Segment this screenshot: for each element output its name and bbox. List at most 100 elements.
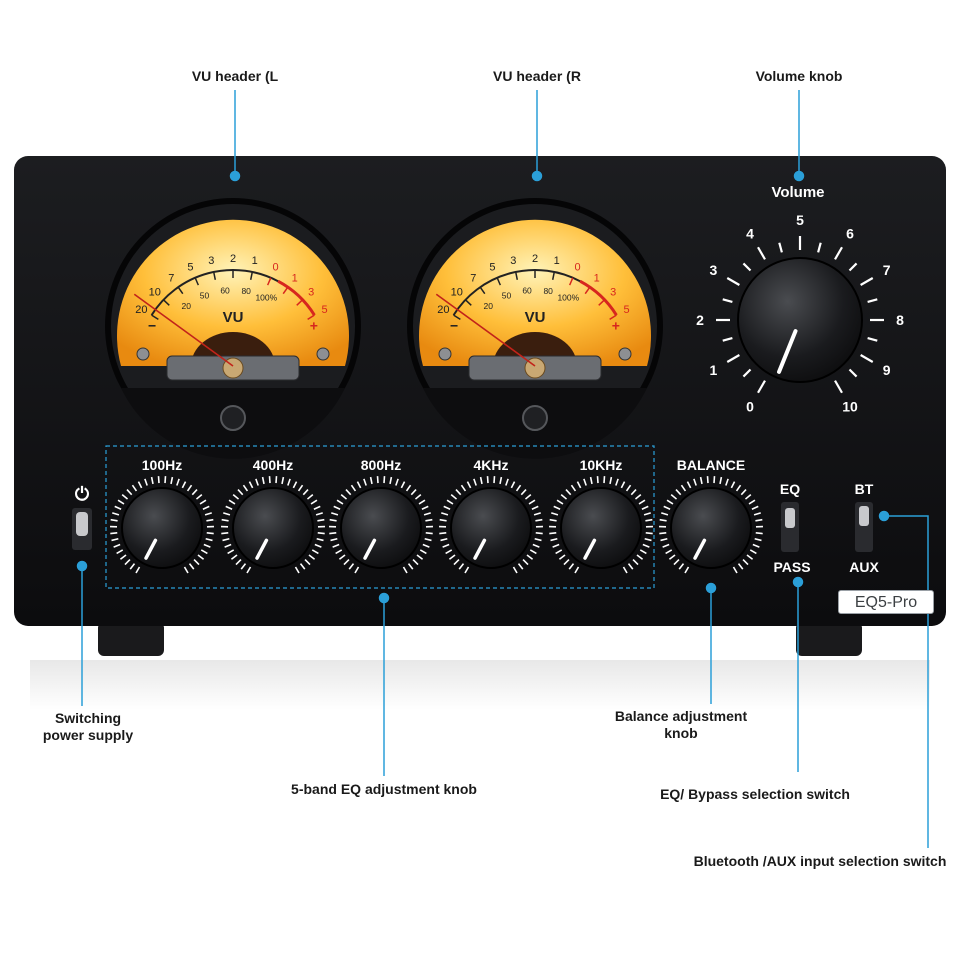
leader-dot-volume xyxy=(795,172,804,181)
volume-scale-label: 1 xyxy=(709,362,717,378)
vu-zero-adjust-right[interactable] xyxy=(523,406,547,430)
volume-scale-label: 5 xyxy=(796,212,804,228)
vu-pct-label: 100% xyxy=(255,293,277,303)
vu-screw xyxy=(137,348,149,360)
knob-scale-tick xyxy=(755,520,762,521)
eq-knob[interactable] xyxy=(233,488,313,568)
vu-db-label: 20 xyxy=(135,304,147,316)
vu-plus-sign: + xyxy=(612,318,620,334)
vu-db-label: 10 xyxy=(149,287,161,299)
knob-scale-tick xyxy=(425,520,432,521)
vu-db-label: 0 xyxy=(574,262,580,274)
vu-pct-label: 20 xyxy=(181,301,191,311)
model-badge: EQ5-Pro xyxy=(838,590,934,614)
vu-db-label: 1 xyxy=(594,272,600,284)
knob-scale-tick xyxy=(330,520,337,521)
vu-db-label: 7 xyxy=(470,272,476,284)
volume-title: Volume xyxy=(771,184,824,201)
power-toggle[interactable] xyxy=(76,512,88,536)
knob-scale-tick xyxy=(426,533,433,534)
knob-scale-tick xyxy=(329,533,336,534)
eq-knob[interactable] xyxy=(561,488,641,568)
vu-db-label: 0 xyxy=(272,262,278,274)
leader-dot-eq xyxy=(380,594,389,603)
eq-knob[interactable] xyxy=(341,488,421,568)
input-switch-bottom-label: AUX xyxy=(849,559,879,575)
volume-scale-label: 6 xyxy=(846,225,854,241)
eq-knob[interactable] xyxy=(451,488,531,568)
knob-scale-tick xyxy=(318,533,325,534)
volume-scale-label: 7 xyxy=(883,262,891,278)
callout-vu-left: VU header (L xyxy=(175,68,295,85)
eq-bypass-toggle[interactable] xyxy=(785,508,795,528)
vu-db-label: 5 xyxy=(489,262,495,274)
vu-pct-label: 60 xyxy=(220,285,230,295)
vu-screw xyxy=(317,348,329,360)
volume-scale-label: 9 xyxy=(883,362,891,378)
volume-scale-label: 10 xyxy=(842,399,858,415)
vu-db-label: 1 xyxy=(292,272,298,284)
vu-db-label: 3 xyxy=(610,287,616,299)
volume-scale-label: 0 xyxy=(746,399,754,415)
knob-scale-tick xyxy=(439,533,446,534)
leader-dot-power xyxy=(78,562,87,571)
leader-dot-eq-bypass xyxy=(794,578,803,587)
eq-switch-bottom-label: PASS xyxy=(773,559,810,575)
callout-vu-right: VU header (R xyxy=(477,68,597,85)
eq-band-label: 4KHz xyxy=(473,457,508,473)
vu-pct-label: 100% xyxy=(557,293,579,303)
vu-db-label: 20 xyxy=(437,304,449,316)
vu-minus-sign: − xyxy=(148,318,156,334)
right-foot xyxy=(796,622,862,656)
vu-zero-adjust-left[interactable] xyxy=(221,406,245,430)
vu-screw xyxy=(439,348,451,360)
callout-power-line2: power supply xyxy=(28,727,148,744)
callout-balance: Balance adjustment knob xyxy=(596,708,766,742)
knob-scale-tick xyxy=(440,520,447,521)
balance-label: BALANCE xyxy=(677,457,745,473)
power-icon: ⏻ xyxy=(75,484,90,504)
vu-db-label: 3 xyxy=(510,255,516,267)
vu-db-label: 5 xyxy=(187,262,193,274)
knob-scale-tick xyxy=(659,533,666,534)
knob-scale-tick xyxy=(660,520,667,521)
vu-label: VU xyxy=(525,309,546,326)
eq-knob[interactable] xyxy=(122,488,202,568)
vu-db-label: 2 xyxy=(230,253,236,265)
vu-label: VU xyxy=(223,309,244,326)
knob-scale-tick xyxy=(207,533,214,534)
bt-aux-toggle[interactable] xyxy=(859,506,869,526)
eq-band-label: 800Hz xyxy=(361,457,401,473)
vu-db-label: 7 xyxy=(168,272,174,284)
leader-dot-vu-left xyxy=(231,172,240,181)
vu-pct-label: 80 xyxy=(241,286,251,296)
balance-knob[interactable] xyxy=(671,488,751,568)
volume-scale-label: 2 xyxy=(696,312,704,328)
knob-scale-tick xyxy=(536,533,543,534)
knob-scale-tick xyxy=(549,533,556,534)
callout-bt-aux: Bluetooth /AUX input selection switch xyxy=(684,853,956,870)
left-foot xyxy=(98,622,164,656)
volume-scale-label: 4 xyxy=(746,225,754,241)
callout-volume-knob: Volume knob xyxy=(739,68,859,85)
vu-db-label: 10 xyxy=(451,287,463,299)
vu-screw xyxy=(619,348,631,360)
knob-scale-tick xyxy=(206,520,213,521)
eq-band-label: 400Hz xyxy=(253,457,293,473)
callout-eq-bypass: EQ/ Bypass selection switch xyxy=(640,786,870,803)
callout-eq-knobs: 5-band EQ adjustment knob xyxy=(254,781,514,798)
knob-scale-tick xyxy=(756,533,763,534)
knob-scale-tick xyxy=(110,533,117,534)
vu-db-label: 5 xyxy=(624,304,630,316)
vu-pct-label: 50 xyxy=(200,291,210,301)
leader-dot-bt-aux xyxy=(880,512,889,521)
eq-switch-top-label: EQ xyxy=(780,481,800,497)
callout-power-line1: Switching xyxy=(28,710,148,727)
callout-balance-line1: Balance adjustment xyxy=(596,708,766,725)
leader-dot-balance xyxy=(707,584,716,593)
volume-scale-label: 3 xyxy=(709,262,717,278)
